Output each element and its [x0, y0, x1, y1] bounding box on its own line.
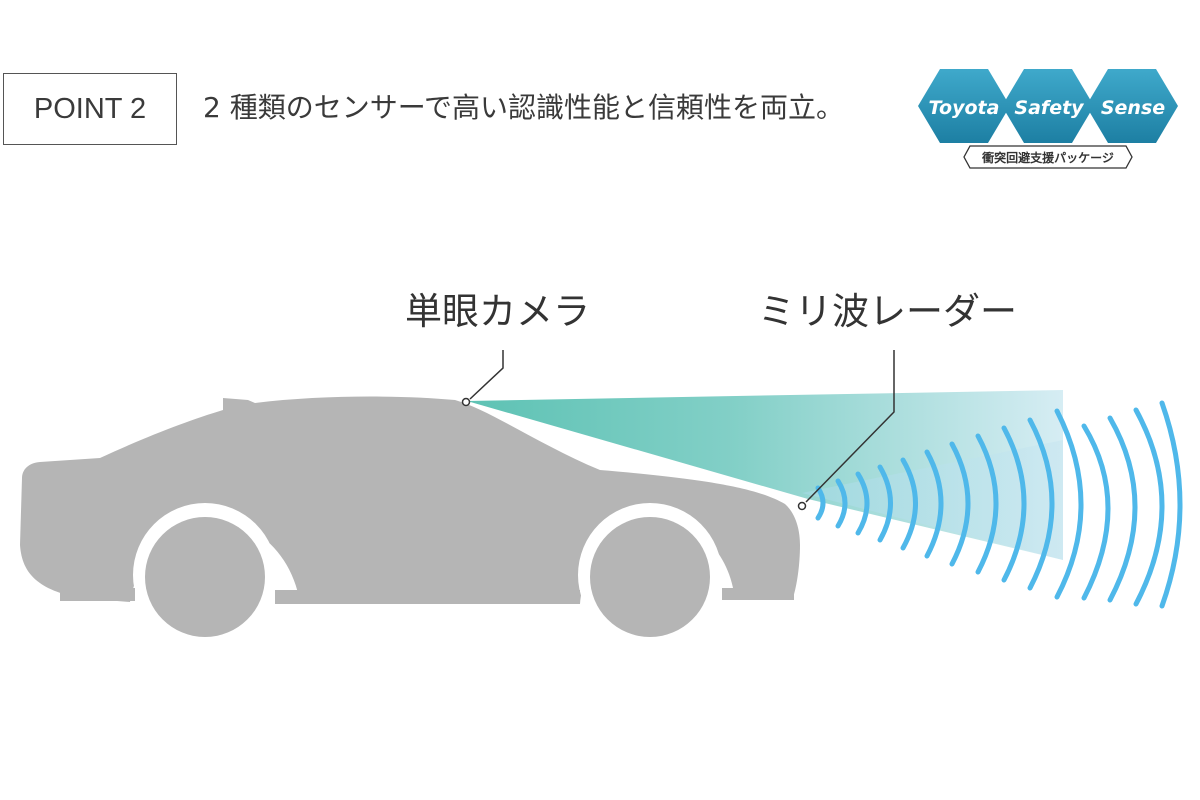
radar-wave-14 — [1133, 407, 1165, 607]
radar-wave-3 — [855, 471, 870, 536]
rear-wheel — [145, 517, 265, 637]
camera-sensor-icon — [461, 397, 471, 407]
point-label: POINT 2 — [3, 73, 177, 145]
radar-wave-12 — [1081, 423, 1111, 601]
radar-beam — [802, 440, 1063, 560]
car-illustration — [20, 396, 800, 604]
car-rear-bumper — [60, 588, 135, 601]
radar-wave-10 — [1027, 417, 1055, 591]
radar-leader-line — [805, 350, 895, 503]
logo-word-3: Sense — [1101, 97, 1165, 119]
radar-wave-icon — [815, 400, 1183, 609]
radar-wave-11 — [1054, 408, 1084, 600]
camera-leader-line — [469, 350, 504, 400]
radar-wave-15 — [1159, 400, 1183, 609]
radar-wave-7 — [949, 441, 971, 567]
radar-wave-4 — [877, 464, 893, 543]
radar-sensor-icon — [797, 501, 807, 511]
headline: 2 種類のセンサーで高い認識性能と信頼性を両立。 — [203, 91, 845, 124]
point-label-text: POINT 2 — [33, 92, 147, 125]
radar-wave-8 — [975, 433, 999, 575]
logo-subtitle-banner — [963, 145, 1133, 169]
logo-word-2: Safety — [1014, 97, 1085, 119]
camera-label: 単眼カメラ — [405, 290, 590, 333]
car-front-bumper — [722, 588, 794, 600]
radar-wave-9 — [1001, 425, 1027, 583]
logo-subtitle: 衝突回避支援パッケージ — [981, 150, 1114, 165]
front-wheel — [590, 517, 710, 637]
toyota-safety-sense-logo: Toyota Safety Sense 衝突回避支援パッケージ — [918, 69, 1178, 169]
radar-wave-5 — [900, 457, 918, 551]
radar-wave-6 — [924, 449, 944, 559]
radar-wave-2 — [835, 478, 848, 529]
radar-label: ミリ波レーダー — [758, 290, 1017, 333]
logo-hex-3 — [1086, 69, 1178, 143]
radar-wave-13 — [1107, 415, 1138, 603]
logo-hex-1 — [918, 69, 1010, 143]
logo-hex-2 — [1002, 69, 1094, 143]
logo-word-1: Toyota — [929, 97, 1000, 119]
car-sill — [275, 590, 580, 604]
radar-wave-1 — [815, 485, 826, 521]
